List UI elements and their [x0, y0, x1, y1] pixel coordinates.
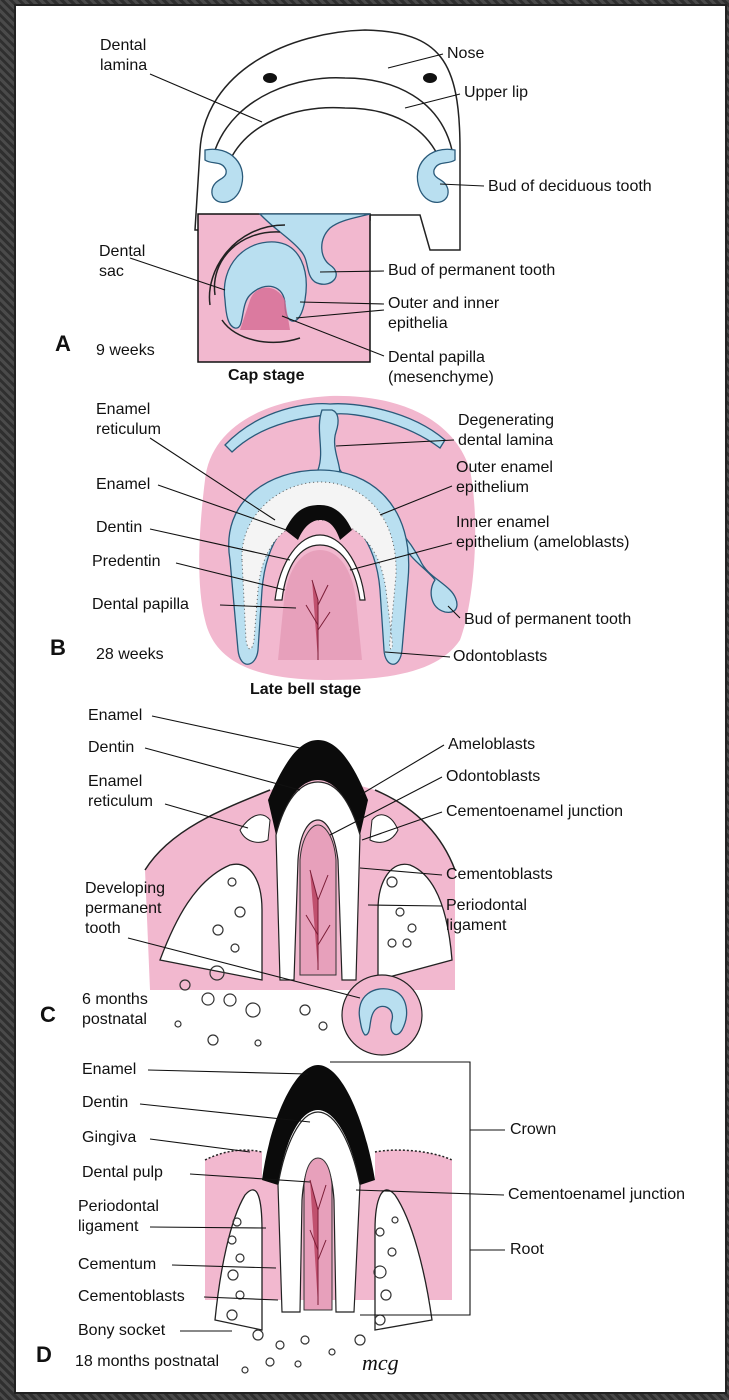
panel-a: Cap stage Dental lamina Nose Upper lip B…: [55, 30, 652, 386]
label-nose: Nose: [447, 45, 484, 62]
label-outer-enamel-1: Outer enamel: [456, 459, 553, 476]
label-bony-socket-d: Bony socket: [78, 1322, 166, 1339]
panel-letter-a: A: [55, 331, 71, 356]
panel-a-age: 9 weeks: [96, 342, 155, 359]
label-dentin-d: Dentin: [82, 1094, 128, 1111]
label-enamel-d: Enamel: [82, 1061, 136, 1078]
panel-d: mcg Enamel Dentin Gingiva Dental pulp Pe…: [36, 1061, 685, 1375]
label-periodontal-c-2: ligament: [446, 917, 507, 934]
label-developing-2: permanent: [85, 900, 162, 917]
signature-mcg: mcg: [362, 1350, 399, 1375]
label-odontoblasts-b: Odontoblasts: [453, 648, 547, 665]
label-root-d: Root: [510, 1241, 544, 1258]
cap-stage-title: Cap stage: [228, 367, 305, 384]
panel-b: Late bell stage Enamel reticulum Enamel …: [50, 396, 631, 698]
deciduous-bud-left: [205, 149, 243, 202]
label-periodontal-c-1: Periodontal: [446, 897, 527, 914]
label-dental-lamina-1: Dental: [100, 37, 146, 54]
label-dentin-b: Dentin: [96, 519, 142, 536]
nostril-left: [263, 73, 277, 83]
label-degenerating-1: Degenerating: [458, 412, 554, 429]
inner-arch: [230, 108, 440, 160]
label-dental-sac-1: Dental: [99, 243, 145, 260]
label-enamel-reticulum-b-1: Enamel: [96, 401, 150, 418]
label-cementoblasts-d: Cementoblasts: [78, 1288, 185, 1305]
panel-letter-c: C: [40, 1002, 56, 1027]
label-dentin-c: Dentin: [88, 739, 134, 756]
panel-c: Enamel Dentin Enamel reticulum Developin…: [40, 707, 623, 1055]
label-inner-enamel-1: Inner enamel: [456, 514, 549, 531]
label-dental-papilla-a-2: (mesenchyme): [388, 369, 494, 386]
label-dental-pulp-d: Dental pulp: [82, 1164, 163, 1181]
label-periodontal-d-2: ligament: [78, 1218, 139, 1235]
panel-d-age: 18 months postnatal: [75, 1353, 219, 1370]
panel-c-age-2: postnatal: [82, 1011, 147, 1028]
label-enamel-reticulum-c-1: Enamel: [88, 773, 142, 790]
label-enamel-b: Enamel: [96, 476, 150, 493]
label-dental-sac-2: sac: [99, 263, 124, 280]
label-periodontal-d-1: Periodontal: [78, 1198, 159, 1215]
label-enamel-c: Enamel: [88, 707, 142, 724]
upper-lip-arch: [215, 78, 452, 150]
panel-letter-b: B: [50, 635, 66, 660]
label-gingiva-d: Gingiva: [82, 1129, 136, 1146]
label-dental-lamina-2: lamina: [100, 57, 147, 74]
panel-b-age: 28 weeks: [96, 646, 164, 663]
label-developing-3: tooth: [85, 920, 121, 937]
label-dental-papilla-a-1: Dental papilla: [388, 349, 485, 366]
panel-c-age-1: 6 months: [82, 991, 148, 1008]
label-dental-papilla-b: Dental papilla: [92, 596, 189, 613]
label-bud-deciduous: Bud of deciduous tooth: [488, 178, 652, 195]
label-cementoblasts-c: Cementoblasts: [446, 866, 553, 883]
developing-tooth-sac: [342, 975, 422, 1055]
label-degenerating-2: dental lamina: [458, 432, 553, 449]
label-upper-lip: Upper lip: [464, 84, 528, 101]
label-enamel-reticulum-c-2: reticulum: [88, 793, 153, 810]
label-enamel-reticulum-b-2: reticulum: [96, 421, 161, 438]
label-ameloblasts-c: Ameloblasts: [448, 736, 535, 753]
nostril-right: [423, 73, 437, 83]
bell-stage-title: Late bell stage: [250, 681, 361, 698]
label-outer-inner-2: epithelia: [388, 315, 448, 332]
label-cej-c: Cementoenamel junction: [446, 803, 623, 820]
label-developing-1: Developing: [85, 880, 165, 897]
label-outer-inner-1: Outer and inner: [388, 295, 500, 312]
label-bud-permanent-b: Bud of permanent tooth: [464, 611, 631, 628]
label-inner-enamel-2: epithelium (ameloblasts): [456, 534, 629, 551]
label-predentin-b: Predentin: [92, 553, 161, 570]
label-outer-enamel-2: epithelium: [456, 479, 529, 496]
panel-letter-d: D: [36, 1342, 52, 1367]
label-crown-d: Crown: [510, 1121, 556, 1138]
label-cej-d: Cementoenamel junction: [508, 1186, 685, 1203]
deciduous-bud-right: [417, 149, 455, 202]
label-cementum-d: Cementum: [78, 1256, 156, 1273]
label-bud-permanent-a: Bud of permanent tooth: [388, 262, 555, 279]
label-odontoblasts-c: Odontoblasts: [446, 768, 540, 785]
